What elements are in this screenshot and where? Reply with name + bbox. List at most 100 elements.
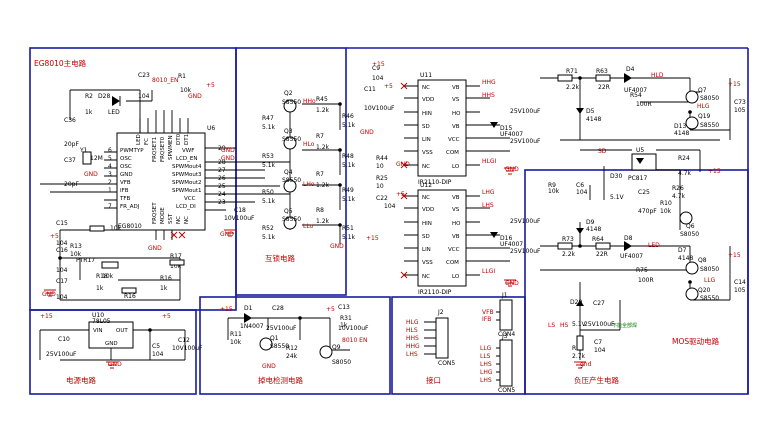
q4-transistor: Q4 S8550 <box>282 169 301 193</box>
r32-body <box>576 335 584 351</box>
junction-8 <box>338 223 342 227</box>
u12-pin-wires <box>404 195 510 276</box>
c31-value: 25V100uF <box>510 138 541 145</box>
pin-num-26: 26 <box>218 175 226 182</box>
optocoupler-section: SD U5 PC817 R24 4.7k +15 R26 4.7k D30 5.… <box>548 147 721 238</box>
r8-value: 1.2k <box>316 218 330 225</box>
j1-name: CON4 <box>498 331 515 338</box>
connector-wires <box>424 311 500 381</box>
u11-pin-ho: HO <box>452 111 461 117</box>
c30-value-2: 25V100uF <box>510 218 541 225</box>
c37-ref: C37 <box>64 157 76 164</box>
net-gnd-u11: GND <box>360 129 374 136</box>
r47-value: 5.1k <box>262 124 276 131</box>
junction-6 <box>338 148 342 152</box>
q4-value: S8550 <box>282 177 301 184</box>
j3-pin-3: LHS <box>480 361 492 368</box>
interlock-circuit: Q2 S8550 Q3 S8550 Q4 S8550 Q5 S8550 R47 … <box>236 90 356 250</box>
interlock-section-border <box>235 47 347 296</box>
net-llo: LLo <box>303 223 314 230</box>
c17-value: 104 <box>56 294 68 301</box>
c7-value: 104 <box>594 347 606 354</box>
eg8010-name: EG8010 <box>118 223 142 230</box>
d1-symbol <box>244 313 252 323</box>
r10-ref: R10 <box>660 200 672 207</box>
r52-value: 5.1k <box>262 234 276 241</box>
r71-ref: R71 <box>566 68 578 75</box>
d30-value: 5.1V <box>610 194 625 201</box>
net-15v-psu: +15 <box>40 313 53 320</box>
j1-pin-ifb: IFB <box>482 316 491 323</box>
r64-body <box>595 242 611 250</box>
u12-pin-nc: NC <box>422 195 430 201</box>
mos-drive-lower: R73 2.2k R64 22R D8 UF4007 LED D9 4148 D… <box>540 219 746 302</box>
negative-voltage: D29 5.1V 25V100uF C27 LS HS 不能全部焊 R32 2.… <box>548 282 637 368</box>
pin-spwm4: SPWMout4 <box>172 164 202 170</box>
led-wire <box>69 89 153 133</box>
q9-ref: Q9 <box>332 344 341 351</box>
eg8010-body <box>116 132 206 231</box>
r75-ref: R75 <box>636 267 648 274</box>
section-borders <box>29 47 749 395</box>
d29-symbol <box>576 300 584 306</box>
c15-ref: C15 <box>56 220 68 227</box>
nc-mark-6 <box>178 231 186 239</box>
u12-pin-vb: VB <box>452 195 460 201</box>
r45-value: 1.2k <box>316 107 330 114</box>
net-gnd-d-1: GND <box>505 166 519 173</box>
j2-ref: J2 <box>437 309 444 316</box>
pin-vwf: VWF <box>182 148 194 154</box>
c28-value: 25V100uF <box>266 325 297 332</box>
net-hld: HLD <box>651 72 664 79</box>
eg8010-ref: U6 <box>207 125 215 132</box>
u12-pin-ho: HO <box>452 221 461 227</box>
net-gnd-left: GND <box>84 171 98 178</box>
u12-pin-vcc: VCC <box>448 247 460 253</box>
r7-ref-1: R7 <box>316 133 324 140</box>
pin-osc-1: OSC <box>120 156 132 162</box>
net-15v-detect: +15 <box>220 306 233 313</box>
r13-ref: R13 <box>70 243 82 250</box>
q7-value: S8050 <box>700 95 719 102</box>
u11-pin-lo: LO <box>452 164 460 170</box>
r52-ref: R52 <box>262 225 274 232</box>
d4-ref: D4 <box>626 66 635 73</box>
c6-value: 104 <box>576 189 588 196</box>
u12-pin-lin: LIN <box>422 247 431 253</box>
j1-pin-vfb: VFB <box>482 309 494 316</box>
u10-body <box>88 321 134 349</box>
net-hho: HHo <box>303 98 316 105</box>
q3-transistor: Q3 S8550 <box>282 128 301 150</box>
r47-ref: R47 <box>262 115 274 122</box>
nc-mark-2 <box>400 161 408 169</box>
pin-spwmen: SPWMEN <box>168 135 174 160</box>
d15-value: UF4007 <box>500 131 523 138</box>
u11-pin-lin: LIN <box>422 137 431 143</box>
r44-value: 10 <box>376 163 384 170</box>
pin-num-29: 29 <box>218 145 226 152</box>
q20-ref: Q20 <box>698 287 711 294</box>
j1-ref: J1 <box>501 292 508 299</box>
u12-pin-lo: LO <box>452 274 460 280</box>
pin-num-5: 5 <box>108 155 112 162</box>
r54-ref: R53 <box>262 153 274 160</box>
d5-symbol <box>576 108 584 114</box>
net-gnd-interlock: GND <box>330 243 344 250</box>
d5-ref: D5 <box>586 108 595 115</box>
q9-value: S8050 <box>332 359 351 366</box>
u11-name: IR2110-DIP <box>418 179 452 186</box>
j3-ref: J3 <box>501 333 508 340</box>
c25-value: 470pF <box>638 208 657 215</box>
r64-value: 22R <box>596 251 608 258</box>
junction-1 <box>578 76 582 80</box>
eg8010-bottom-pins: FRQSET MODE SST NC NC <box>152 202 190 224</box>
d7-ref: D7 <box>678 247 687 254</box>
nc-mark-4 <box>400 271 408 279</box>
ground-symbols <box>44 167 586 369</box>
d15-ref: D15 <box>500 125 512 132</box>
r75-value: 100R <box>638 277 654 284</box>
r12-ref: R12 <box>286 345 298 352</box>
u11-right-pins: VB VS HO VB VCC COM LO <box>446 85 461 170</box>
potentiometer-ptr17 <box>101 261 119 269</box>
net-hhs: HHS <box>482 92 495 99</box>
